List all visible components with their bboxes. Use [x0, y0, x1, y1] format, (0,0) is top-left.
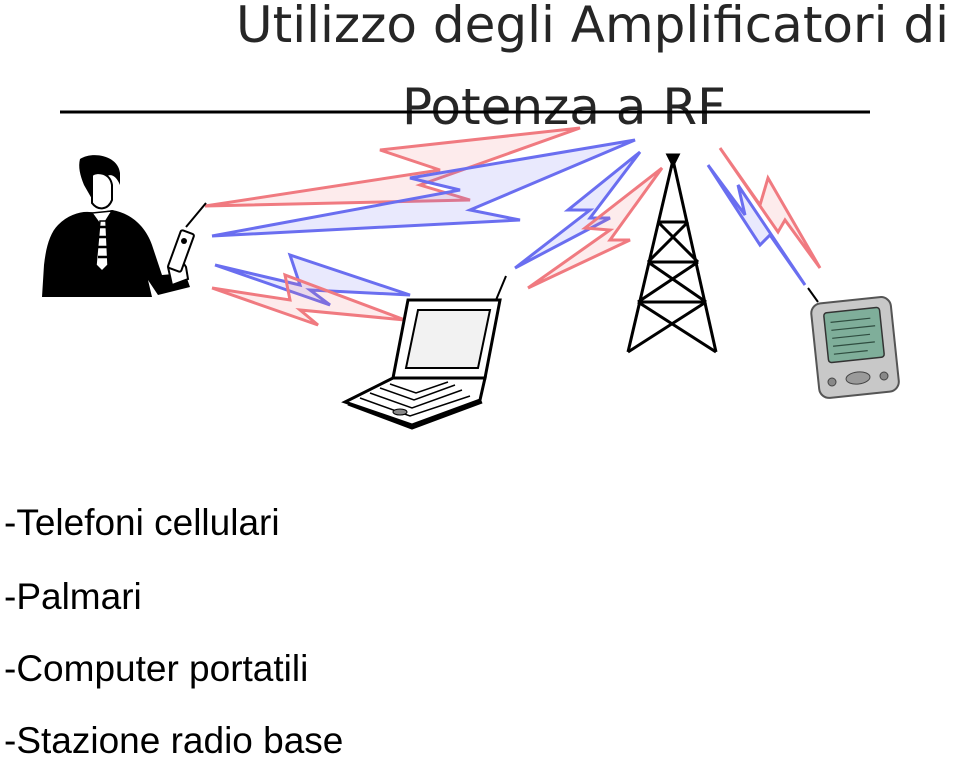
slide-title-line2: Potenza a RF [402, 78, 726, 136]
slide-title-line1: Utilizzo degli Amplificatori di [236, 0, 949, 54]
laptop-icon [341, 275, 507, 430]
signal-bolt-blue [214, 252, 411, 307]
antenna-tower-icon [626, 153, 718, 354]
network-diagram [42, 110, 900, 430]
list-item-mobile-phones: -Telefoni cellulari [4, 502, 280, 543]
signal-laptop-to-tower [514, 150, 664, 290]
signal-tower-to-pda [706, 147, 822, 286]
list-item-palmtops: -Palmari [4, 576, 142, 617]
signal-bolt-blue [514, 150, 642, 270]
signal-bolt-red [527, 166, 664, 290]
signal-bolt-blue [706, 164, 807, 286]
signal-bolt-red [204, 126, 581, 208]
signal-phone-to-tower [204, 126, 636, 238]
pda-palmtop-icon [807, 287, 900, 399]
signal-bolt-blue [211, 138, 636, 238]
signal-bolt-red [718, 147, 822, 269]
list-item-base-station: -Stazione radio base [4, 720, 344, 761]
signal-phone-to-laptop [211, 252, 411, 327]
list-item-laptops: -Computer portatili [4, 648, 309, 689]
businessman-with-phone-icon [42, 155, 207, 297]
